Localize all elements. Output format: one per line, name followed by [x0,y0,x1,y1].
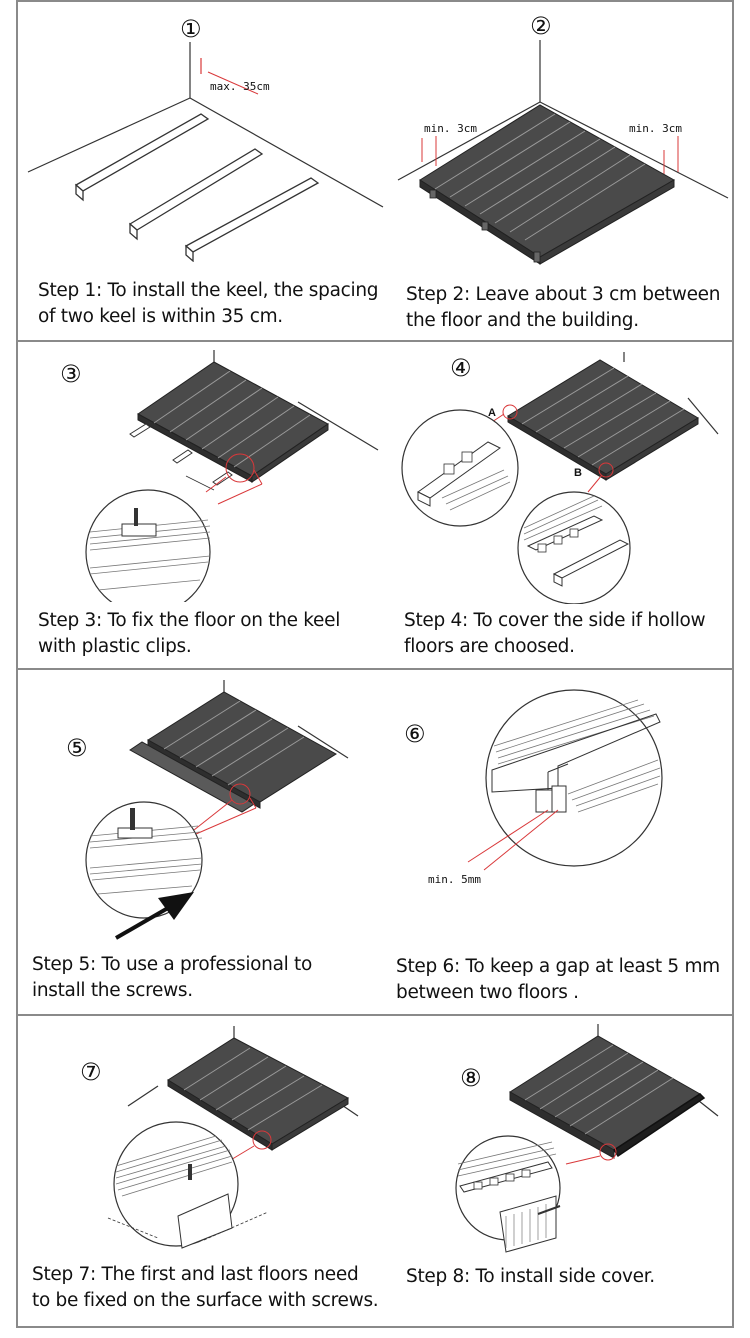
step-7-caption-line1: Step 7: The first and last floors need [32,1264,359,1285]
step-4-caption-line1: Step 4: To cover the side if hollow [404,610,706,631]
step-8-caption: Step 8: To install side cover. [406,1264,655,1290]
step-8-number: ⑧ [460,1064,482,1092]
step-4-panel: ④ A B [388,342,734,668]
step-5-caption: Step 5: To use a professional to install… [32,952,312,1004]
step-8-panel: ⑧ [388,1016,734,1328]
step-7-caption: Step 7: The first and last floors need t… [32,1262,379,1314]
step-6-caption-line1: Step 6: To keep a gap at least 5 mm [396,956,720,977]
step-4-illustration: ④ A B [401,352,719,604]
step-4-caption: Step 4: To cover the side if hollow floo… [404,608,706,660]
row-divider-2 [16,668,734,670]
step-1-caption-line1: Step 1: To install the keel, the spacing [38,280,379,301]
step-6-number: ⑥ [404,720,426,748]
step-4-caption-line2: floors are choosed. [404,636,575,657]
step-2-caption-line1: Step 2: Leave about 3 cm between [406,284,721,305]
step-4-label-a: A [488,407,496,419]
step-6-illustration: ⑥ min. 5mm [404,689,663,886]
step-7-panel: ⑦ Step 7: The first and last [18,1016,388,1328]
step-2-illustration: ② min. 3cm min. 3cm [397,12,729,265]
step-3-caption: Step 3: To fix the floor on the keel wit… [38,608,340,660]
step-6-caption: Step 6: To keep a gap at least 5 mm betw… [396,954,720,1006]
row-divider-3 [16,1014,734,1016]
step-3-caption-line2: with plastic clips. [38,636,192,657]
step-5-number: ⑤ [66,734,88,762]
row-divider-1 [16,340,734,342]
step-5-caption-line1: Step 5: To use a professional to [32,954,313,975]
step-2-panel: ② min. 3cm min. 3cm Step 2: Leave about … [388,2,734,340]
step-1-caption: Step 1: To install the keel, the spacing… [38,278,379,330]
step-5-panel: ⑤ Step 5: To use [18,670,388,1014]
step-2-measure-left: min. 3cm [424,122,477,135]
step-3-panel: ③ [18,342,388,668]
step-7-caption-line2: to be fixed on the surface with screws. [32,1290,379,1311]
step-7-number: ⑦ [80,1058,102,1086]
step-2-measure-right: min. 3cm [629,122,682,135]
step-1-illustration: ① max. 35cm [27,15,384,262]
step-3-number: ③ [60,360,82,388]
step-2-caption: Step 2: Leave about 3 cm between the flo… [406,282,720,334]
step-2-caption-line2: the floor and the building. [406,310,639,331]
step-1-measure: max. 35cm [210,80,270,93]
step-4-label-b: B [574,467,582,479]
outer-frame [16,0,734,1328]
step-7-illustration: ⑦ [80,1026,359,1249]
step-6-measure: min. 5mm [428,873,481,886]
step-1-number: ① [180,15,202,43]
step-8-caption-line1: Step 8: To install side cover. [406,1266,655,1287]
step-6-caption-line2: between two floors . [396,982,579,1003]
step-2-number: ② [530,12,552,40]
step-1-panel: ① max. 35cm Step 1: To install the keel,… [18,2,388,340]
step-3-caption-line1: Step 3: To fix the floor on the keel [38,610,341,631]
step-6-panel: ⑥ min. 5mm Step 6: To keep a gap at leas… [388,670,734,1014]
step-8-illustration: ⑧ [455,1024,719,1253]
step-5-caption-line2: install the screws. [32,980,193,1001]
step-4-number: ④ [450,354,472,382]
step-1-caption-line2: of two keel is within 35 cm. [38,306,283,327]
step-3-illustration: ③ [60,350,379,602]
step-5-illustration: ⑤ [66,680,349,940]
